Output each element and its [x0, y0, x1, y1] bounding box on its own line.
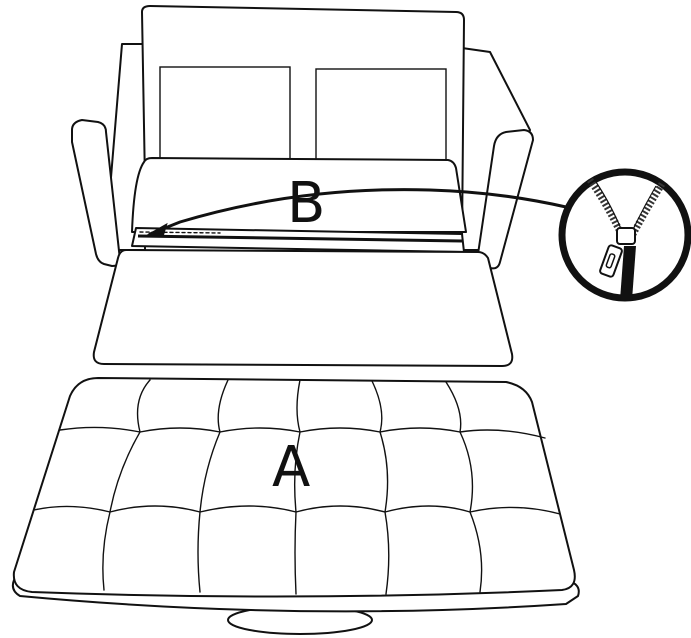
- seat-cushion: [11, 377, 580, 635]
- right-armrest: [461, 47, 534, 270]
- label-b: B: [287, 171, 325, 236]
- zipper-seam: [137, 234, 463, 243]
- mattress-panel: [92, 249, 514, 367]
- zipper-closeup-icon: [558, 168, 691, 302]
- label-a: A: [272, 435, 310, 500]
- zipper-leader-arrow: [146, 188, 568, 237]
